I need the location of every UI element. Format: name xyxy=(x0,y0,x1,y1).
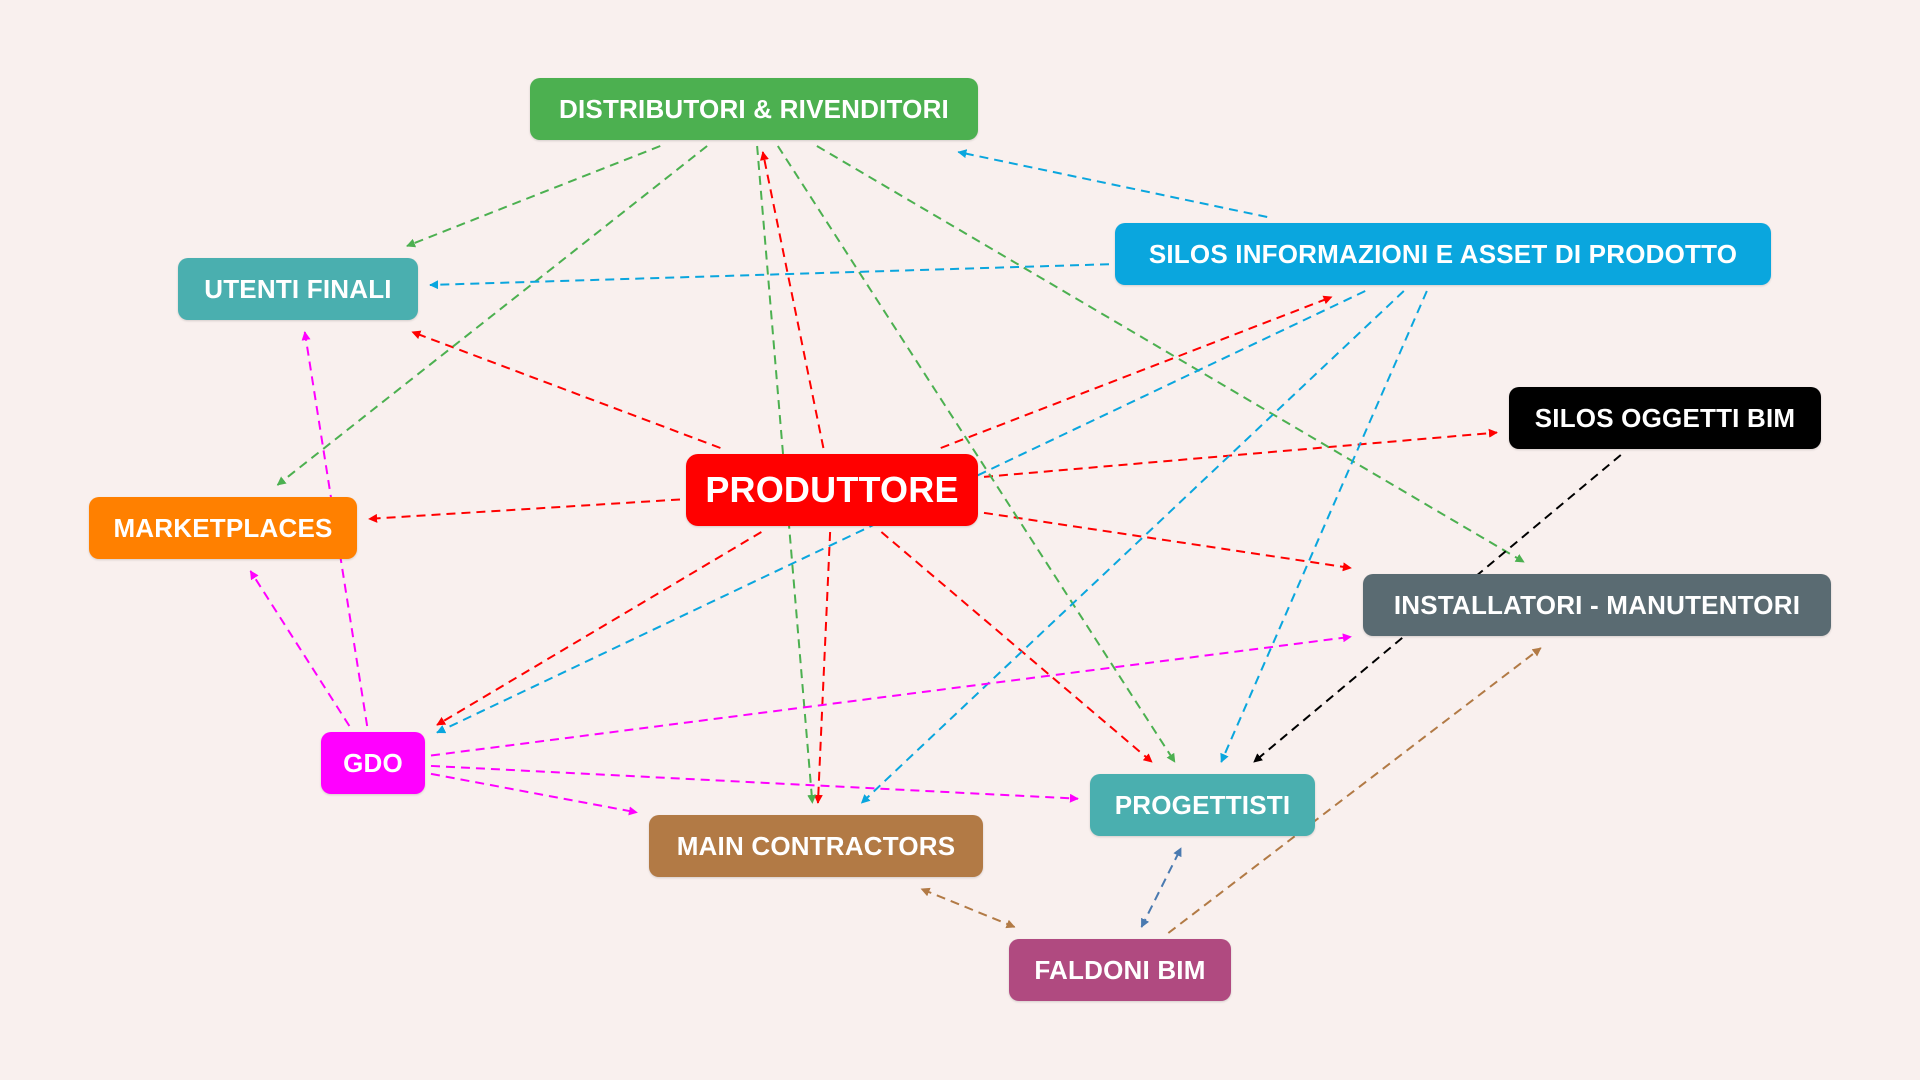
edge-gdo-to-progettisti xyxy=(430,764,1079,803)
edge-distributori-to-installatori xyxy=(816,145,1525,563)
edge-distributori-to-main xyxy=(756,145,817,804)
node-distributori-rivenditori[interactable]: DISTRIBUTORI & RIVENDITORI xyxy=(530,78,978,140)
edge-silos_info-to-distributori xyxy=(957,149,1268,218)
node-gdo[interactable]: GDO xyxy=(321,732,425,794)
node-produttore[interactable]: PRODUTTORE xyxy=(686,454,978,526)
edge-produttore-to-installatori xyxy=(983,511,1352,572)
edge-faldoni-to-main xyxy=(920,887,1016,929)
edge-faldoni-to-progettisti xyxy=(1140,847,1182,928)
edge-produttore-to-gdo xyxy=(436,531,762,726)
edge-produttore-to-distributori xyxy=(760,151,825,449)
node-marketplaces[interactable]: MARKETPLACES xyxy=(89,497,357,559)
node-main-contractors[interactable]: MAIN CONTRACTORS xyxy=(649,815,983,877)
edge-distributori-to-utenti xyxy=(406,145,661,248)
node-silos-oggetti-bim[interactable]: SILOS OGGETTI BIM xyxy=(1509,387,1821,449)
edge-produttore-to-progettisti xyxy=(880,531,1153,763)
edge-silos_bim-to-progettisti xyxy=(1253,454,1622,763)
edges-layer xyxy=(249,145,1622,934)
node-faldoni-bim[interactable]: FALDONI BIM xyxy=(1009,939,1231,1001)
edge-gdo-to-main xyxy=(430,772,638,816)
node-utenti-finali[interactable]: UTENTI FINALI xyxy=(178,258,418,320)
edge-silos_info-to-utenti xyxy=(429,263,1110,290)
edge-produttore-to-silos_info xyxy=(940,295,1333,449)
node-progettisti[interactable]: PROGETTISTI xyxy=(1090,774,1315,836)
edge-gdo-to-marketplaces xyxy=(249,570,351,727)
edge-produttore-to-marketplaces xyxy=(368,498,681,523)
edge-gdo-to-installatori xyxy=(430,633,1352,757)
node-silos-informazioni[interactable]: SILOS INFORMAZIONI E ASSET DI PRODOTTO xyxy=(1115,223,1771,285)
edge-silos_info-to-progettisti xyxy=(1220,290,1428,763)
edge-silos_info-to-main xyxy=(860,290,1405,804)
edge-distributori-to-progettisti xyxy=(777,145,1176,763)
edge-produttore-to-main xyxy=(813,531,832,804)
edge-produttore-to-utenti xyxy=(411,330,721,449)
node-installatori-manutentori[interactable]: INSTALLATORI - MANUTENTORI xyxy=(1363,574,1831,636)
edge-distributori-to-marketplaces xyxy=(276,145,708,486)
edge-faldoni-to-installatori xyxy=(1167,647,1542,934)
edge-produttore-to-silos_bim xyxy=(983,428,1498,478)
